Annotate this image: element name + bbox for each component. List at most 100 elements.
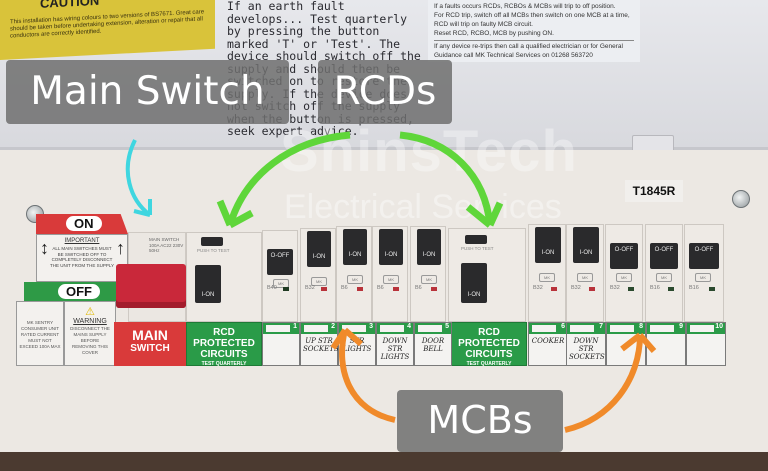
handwritten-circuit-label — [607, 334, 645, 340]
main-switch-lever[interactable] — [116, 264, 186, 308]
mcb-toggle[interactable]: I-ON — [343, 229, 367, 265]
model-number-label: T1845R — [625, 180, 683, 202]
slot-blank-box — [690, 325, 714, 332]
slot-number: 4 — [407, 323, 411, 330]
mcb-trip-indicator — [357, 287, 363, 291]
mk-logo-icon: MK — [273, 279, 289, 288]
main-switch-device-text: MAIN SWITCH 100A AC22 230V 50Hz — [149, 237, 184, 253]
up-down-arrow-icon: ↕ — [40, 238, 49, 258]
main-switch-tag-line2: SWITCH — [130, 343, 170, 354]
rcd-toggle[interactable]: I-ON — [195, 265, 221, 303]
slot-number: 1 — [293, 323, 297, 330]
mcb-toggle[interactable]: I-ON — [417, 229, 441, 265]
mcb-toggle[interactable]: O-OFF — [267, 249, 293, 275]
rcd-test-label: PUSH TO TEST — [461, 246, 494, 251]
slot-blank-box — [304, 325, 328, 332]
handwritten-circuit-label — [647, 334, 685, 340]
handwritten-circuit-label: DOOR BELL — [421, 337, 445, 353]
mcbs-callout: MCBs — [397, 390, 563, 452]
mcb-toggle[interactable]: O-OFF — [610, 243, 638, 269]
slot-number: 6 — [561, 323, 565, 330]
rcd-test-button[interactable] — [465, 235, 487, 244]
slot-blank-box — [342, 325, 366, 332]
slot-header: 6 — [529, 323, 567, 334]
mk-logo-icon: MK — [656, 273, 672, 282]
slot-blank-box — [570, 325, 594, 332]
mcb-rating: B6 — [341, 285, 348, 291]
slot-blank-box — [532, 325, 556, 332]
mcb-rating: B32 — [571, 285, 581, 291]
mcb-rating: B40 — [267, 285, 277, 291]
on-label: ON — [36, 214, 128, 234]
mcb-rating: B6 — [415, 285, 422, 291]
mk-logo-icon: MK — [421, 275, 437, 284]
slot-number: 9 — [679, 323, 683, 330]
mcb-toggle[interactable]: O-OFF — [689, 243, 719, 269]
slot-header: 2 — [301, 323, 337, 334]
mcb-trip-indicator — [431, 287, 437, 291]
circuit-label-slot: 10 — [686, 322, 726, 366]
mcb-rating: B6 — [377, 285, 384, 291]
handwritten-circuit-label: DOWN STR LIGHTS — [380, 337, 410, 361]
warning-text: DISCONNECT THE MAINS SUPPLY BEFORE REMOV… — [70, 326, 110, 355]
slot-number: 5 — [445, 323, 449, 330]
handwritten-circuit-label — [687, 334, 725, 340]
slot-header: 4 — [377, 323, 413, 334]
fault-instruction-line: Reset RCD, RCBO, MCB by pushing ON. — [434, 30, 554, 37]
mcb-breaker: O-OFF MK B16 — [645, 224, 683, 322]
mcb-toggle[interactable]: O-OFF — [650, 243, 678, 269]
off-label: OFF — [24, 282, 128, 301]
slot-header: 9 — [647, 323, 685, 334]
handwritten-circuit-label: STR LIGHTS — [342, 337, 372, 353]
mcb-toggle[interactable]: I-ON — [379, 229, 403, 265]
rcd-test-button[interactable] — [201, 237, 223, 246]
mcb-toggle[interactable]: I-ON — [307, 231, 331, 267]
important-notice: IMPORTANT ALL MAIN SWITCHES MUST BE SWIT… — [36, 234, 128, 282]
slot-blank-box — [418, 325, 442, 332]
mk-logo-icon: MK — [347, 275, 363, 284]
off-text: OFF — [58, 284, 100, 299]
mcb-rating: B16 — [689, 285, 699, 291]
rcd-tag-line3: CIRCUITS — [200, 349, 248, 360]
slot-header: 10 — [687, 323, 725, 334]
circuit-label-slot: 9 — [646, 322, 686, 366]
slot-header: 3 — [339, 323, 375, 334]
rcd-2: PUSH TO TEST I-ON — [448, 228, 526, 322]
slot-blank-box — [650, 325, 674, 332]
important-heading: IMPORTANT — [64, 238, 100, 244]
mk-logo-icon: MK — [539, 273, 555, 282]
mcb-trip-indicator — [321, 287, 327, 291]
rcd-tag-line2: PROTECTED — [193, 338, 255, 349]
caution-text: This installation has wiring colours to … — [10, 9, 205, 40]
mk-logo-icon: MK — [616, 273, 632, 282]
main-switch-callout: Main Switch — [6, 60, 289, 124]
watermark-subtitle: Electrical Services — [284, 188, 562, 226]
rcd-toggle[interactable]: I-ON — [461, 263, 487, 303]
mcb-trip-indicator — [551, 287, 557, 291]
handwritten-circuit-label: COOKER — [531, 337, 565, 345]
fault-instruction-line: For RCD trip, switch off all MCBs then s… — [434, 12, 630, 28]
circuit-label-slot: 8 — [606, 322, 646, 366]
rcds-callout: RCDs — [318, 60, 452, 124]
mcb-toggle[interactable]: I-ON — [573, 227, 599, 263]
rcd-tag-line3: CIRCUITS — [465, 349, 513, 360]
slot-number: 2 — [331, 323, 335, 330]
main-switch-tag-line1: MAIN — [132, 327, 168, 343]
slot-header: 1 — [263, 323, 299, 334]
warning-heading: WARNING — [73, 318, 107, 325]
mcb-rating: B16 — [650, 285, 660, 291]
mcb-toggle[interactable]: I-ON — [535, 227, 561, 263]
slot-number: 10 — [715, 323, 723, 330]
important-text: ALL MAIN SWITCHES MUST BE SWITCHED OFF T… — [49, 246, 114, 268]
